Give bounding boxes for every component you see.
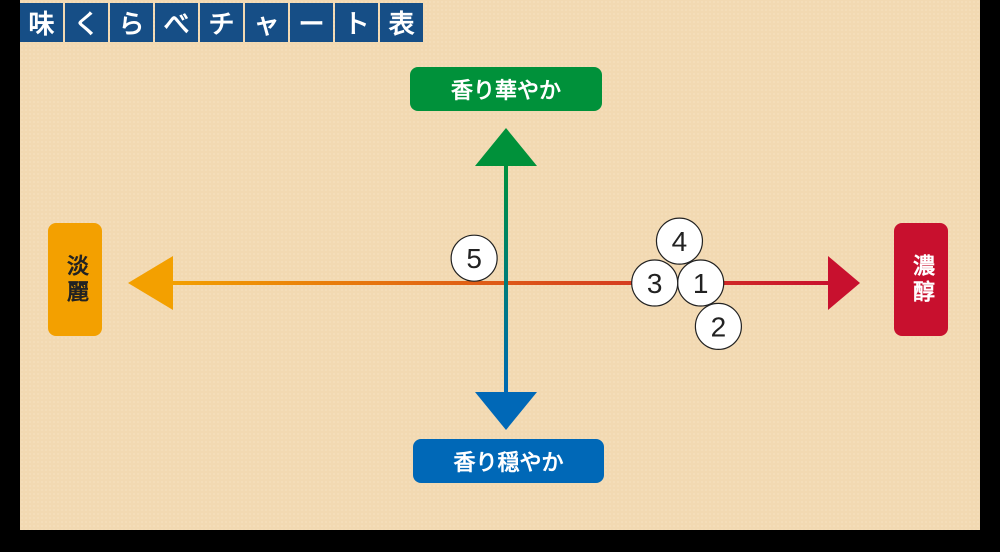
data-point-label: 2 [711, 311, 727, 342]
arrow-left-icon [128, 256, 173, 310]
title-tile: チ [200, 3, 243, 42]
data-point-2 [694, 302, 743, 350]
title-tile: ら [110, 3, 153, 42]
title-tile: ャ [245, 3, 288, 42]
title-tile: 味 [20, 3, 63, 42]
data-point-label: 5 [466, 243, 482, 274]
data-point-4 [655, 217, 704, 265]
title-tile: べ [155, 3, 198, 42]
title-tile: ト [335, 3, 378, 42]
label-right: 濃醇 [894, 223, 948, 336]
title-tile: く [65, 3, 108, 42]
y-axis-line [504, 160, 508, 400]
data-point-label: 3 [647, 268, 663, 299]
title-tile: 表 [380, 3, 423, 42]
label-top: 香り華やか [410, 67, 602, 111]
data-point-label: 1 [693, 268, 709, 299]
data-point-label: 4 [672, 226, 688, 257]
arrow-up-icon [475, 128, 537, 166]
label-left: 淡麗 [48, 223, 102, 336]
data-point-5 [450, 234, 498, 282]
data-point-3 [631, 259, 679, 307]
arrow-right-icon [828, 256, 860, 310]
arrow-down-icon [475, 392, 537, 430]
label-bottom: 香り穏やか [413, 439, 604, 483]
title-tile: ー [290, 3, 333, 42]
chart-title: 味くらべチャート表 [20, 3, 423, 42]
x-axis-line [170, 281, 835, 285]
